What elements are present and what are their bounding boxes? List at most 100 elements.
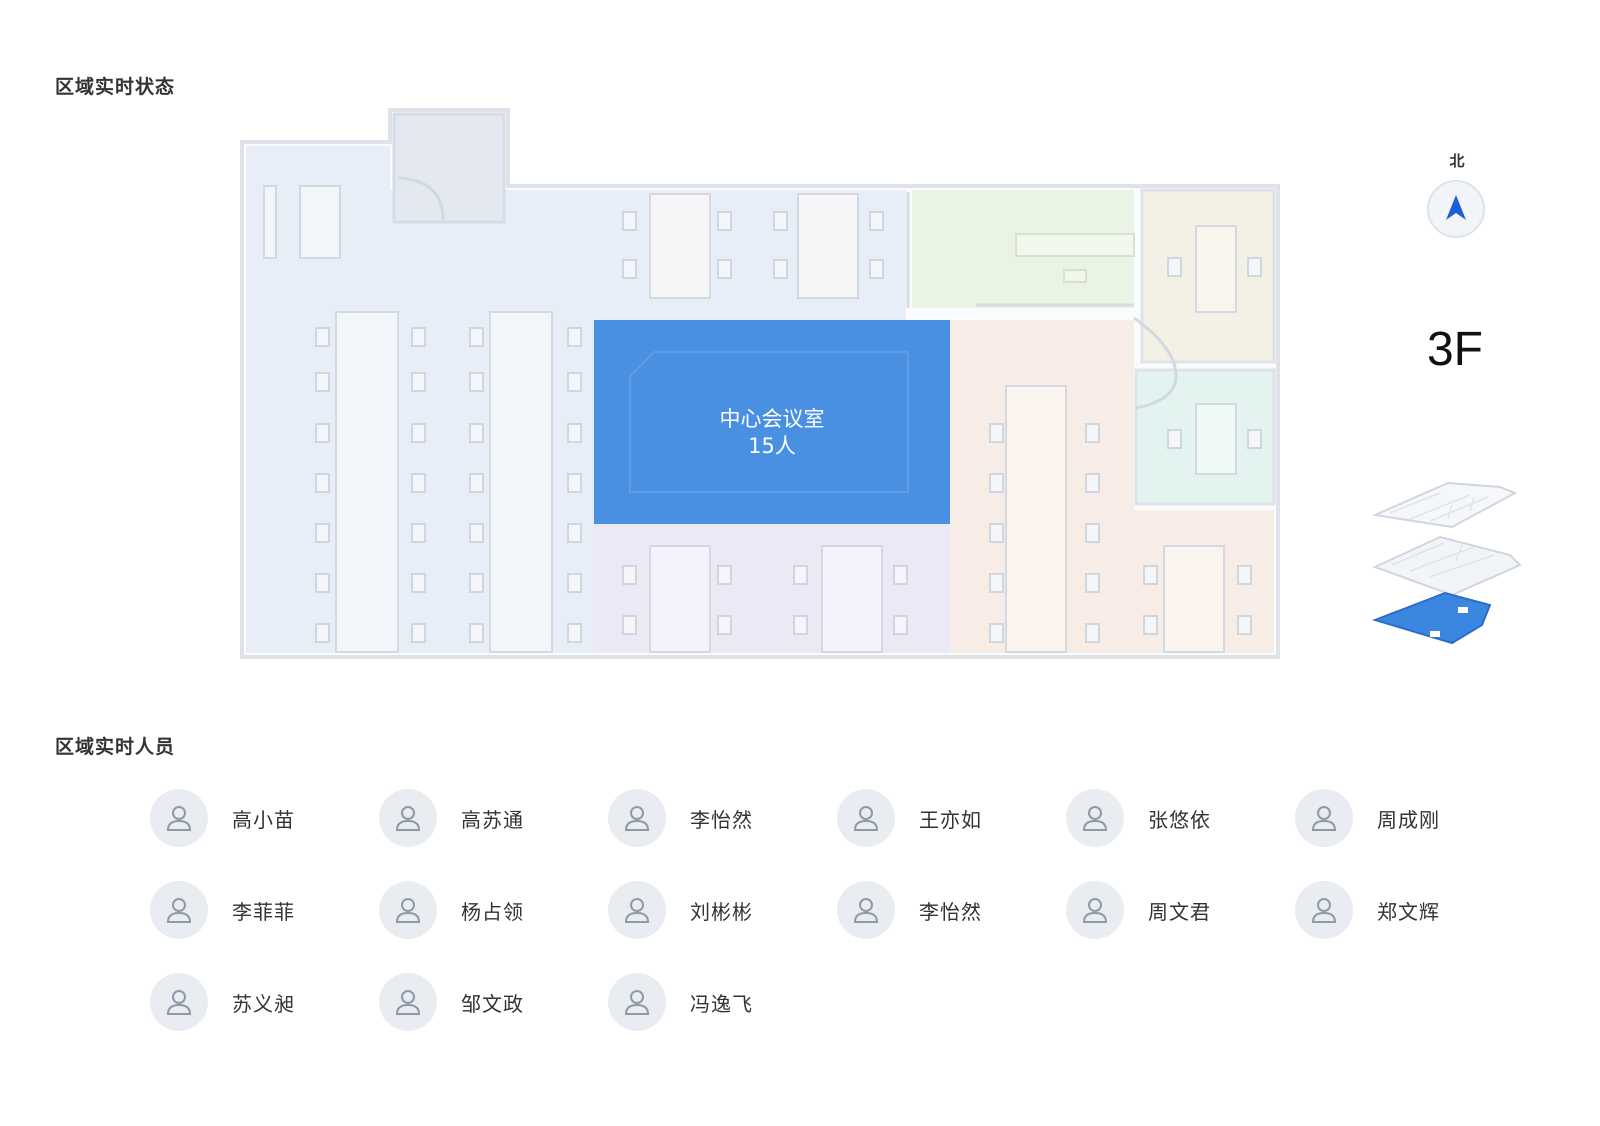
- user-icon: [853, 806, 879, 831]
- floor-layer-top[interactable]: [1371, 481, 1518, 529]
- user-icon: [166, 806, 192, 831]
- desk: [1163, 545, 1225, 653]
- north-arrow-icon[interactable]: [1427, 180, 1485, 238]
- person-item[interactable]: 李菲菲: [150, 881, 379, 939]
- desk: [1005, 385, 1067, 653]
- chair: [893, 565, 908, 585]
- chair: [622, 565, 637, 585]
- chair: [315, 423, 330, 443]
- section-title-area-people: 区域实时人员: [55, 736, 176, 758]
- chair: [989, 473, 1004, 493]
- user-icon: [395, 990, 421, 1015]
- chair: [567, 423, 582, 443]
- chair: [869, 211, 884, 231]
- chair: [622, 615, 637, 635]
- chair: [773, 259, 788, 279]
- chair: [315, 623, 330, 643]
- chair: [869, 259, 884, 279]
- compass: 北: [1425, 150, 1489, 246]
- chair: [1247, 429, 1262, 449]
- floor-layer-middle[interactable]: [1372, 535, 1522, 597]
- user-icon: [624, 898, 650, 923]
- chair: [469, 573, 484, 593]
- desk: [1195, 403, 1237, 475]
- person-name: 苏义昶: [232, 991, 295, 1016]
- meeting-room-central[interactable]: 中心会议室 15人: [594, 320, 950, 524]
- chair: [1143, 615, 1158, 635]
- desk: [649, 193, 711, 299]
- user-icon: [395, 898, 421, 923]
- chair: [717, 615, 732, 635]
- user-icon: [395, 806, 421, 831]
- chair: [567, 327, 582, 347]
- person-item[interactable]: 郑文辉: [1295, 881, 1524, 939]
- person-item[interactable]: 冯逸飞: [608, 973, 837, 1031]
- person-item[interactable]: 苏义昶: [150, 973, 379, 1031]
- chair: [1167, 429, 1182, 449]
- cabinet: [299, 185, 341, 259]
- user-avatar-icon: [1295, 881, 1353, 939]
- person-item[interactable]: 张悠依: [1066, 789, 1295, 847]
- meeting-room-count: 15人: [748, 434, 796, 458]
- person-item[interactable]: 周成刚: [1295, 789, 1524, 847]
- floor-plan-map: 中心会议室 15人: [240, 108, 1280, 659]
- chair: [315, 573, 330, 593]
- chair: [1085, 623, 1100, 643]
- person-item[interactable]: 邹文政: [379, 973, 608, 1031]
- chair: [315, 523, 330, 543]
- desk: [821, 545, 883, 653]
- chairs-group: [315, 211, 1262, 643]
- person-name: 郑文辉: [1377, 899, 1440, 924]
- person-name: 刘彬彬: [690, 899, 753, 924]
- chair: [411, 623, 426, 643]
- user-avatar-icon: [1066, 789, 1124, 847]
- storage-door-arc: [397, 176, 445, 221]
- person-name: 高苏通: [461, 807, 524, 832]
- zone-storage-room[interactable]: [392, 112, 506, 224]
- user-avatar-icon: [379, 881, 437, 939]
- person-name: 张悠依: [1148, 807, 1211, 832]
- chair: [411, 423, 426, 443]
- desk: [489, 311, 553, 653]
- user-icon: [166, 990, 192, 1015]
- user-avatar-icon: [150, 881, 208, 939]
- chair: [411, 372, 426, 392]
- north-arrow-glyph: [1446, 195, 1466, 220]
- desk: [1063, 269, 1087, 283]
- chair: [567, 573, 582, 593]
- desk: [1015, 233, 1135, 257]
- user-avatar-icon: [837, 789, 895, 847]
- person-item[interactable]: 杨占领: [379, 881, 608, 939]
- person-item[interactable]: 高小苗: [150, 789, 379, 847]
- floor-layer-selected[interactable]: [1371, 591, 1492, 645]
- floor-level-label: 3F: [1426, 323, 1483, 376]
- chair: [411, 473, 426, 493]
- user-icon: [624, 806, 650, 831]
- chair: [1237, 615, 1252, 635]
- chair: [1247, 257, 1262, 277]
- user-avatar-icon: [379, 973, 437, 1031]
- chair: [567, 623, 582, 643]
- chair: [989, 523, 1004, 543]
- chair: [1085, 573, 1100, 593]
- person-item[interactable]: 周文君: [1066, 881, 1295, 939]
- chair: [717, 565, 732, 585]
- person-name: 李菲菲: [232, 899, 295, 924]
- user-avatar-icon: [150, 973, 208, 1031]
- person-item[interactable]: 李怡然: [837, 881, 1066, 939]
- chair: [622, 211, 637, 231]
- chair: [1085, 473, 1100, 493]
- chair: [469, 372, 484, 392]
- chair: [1085, 423, 1100, 443]
- person-item[interactable]: 高苏通: [379, 789, 608, 847]
- person-name: 杨占领: [461, 899, 524, 924]
- person-item[interactable]: 刘彬彬: [608, 881, 837, 939]
- person-name: 冯逸飞: [690, 991, 753, 1016]
- user-icon: [1311, 806, 1337, 831]
- chair: [567, 372, 582, 392]
- floor-stack-icon[interactable]: [1370, 475, 1530, 655]
- person-item[interactable]: 王亦如: [837, 789, 1066, 847]
- person-item[interactable]: 李怡然: [608, 789, 837, 847]
- chair: [1167, 257, 1182, 277]
- desk: [1195, 225, 1237, 313]
